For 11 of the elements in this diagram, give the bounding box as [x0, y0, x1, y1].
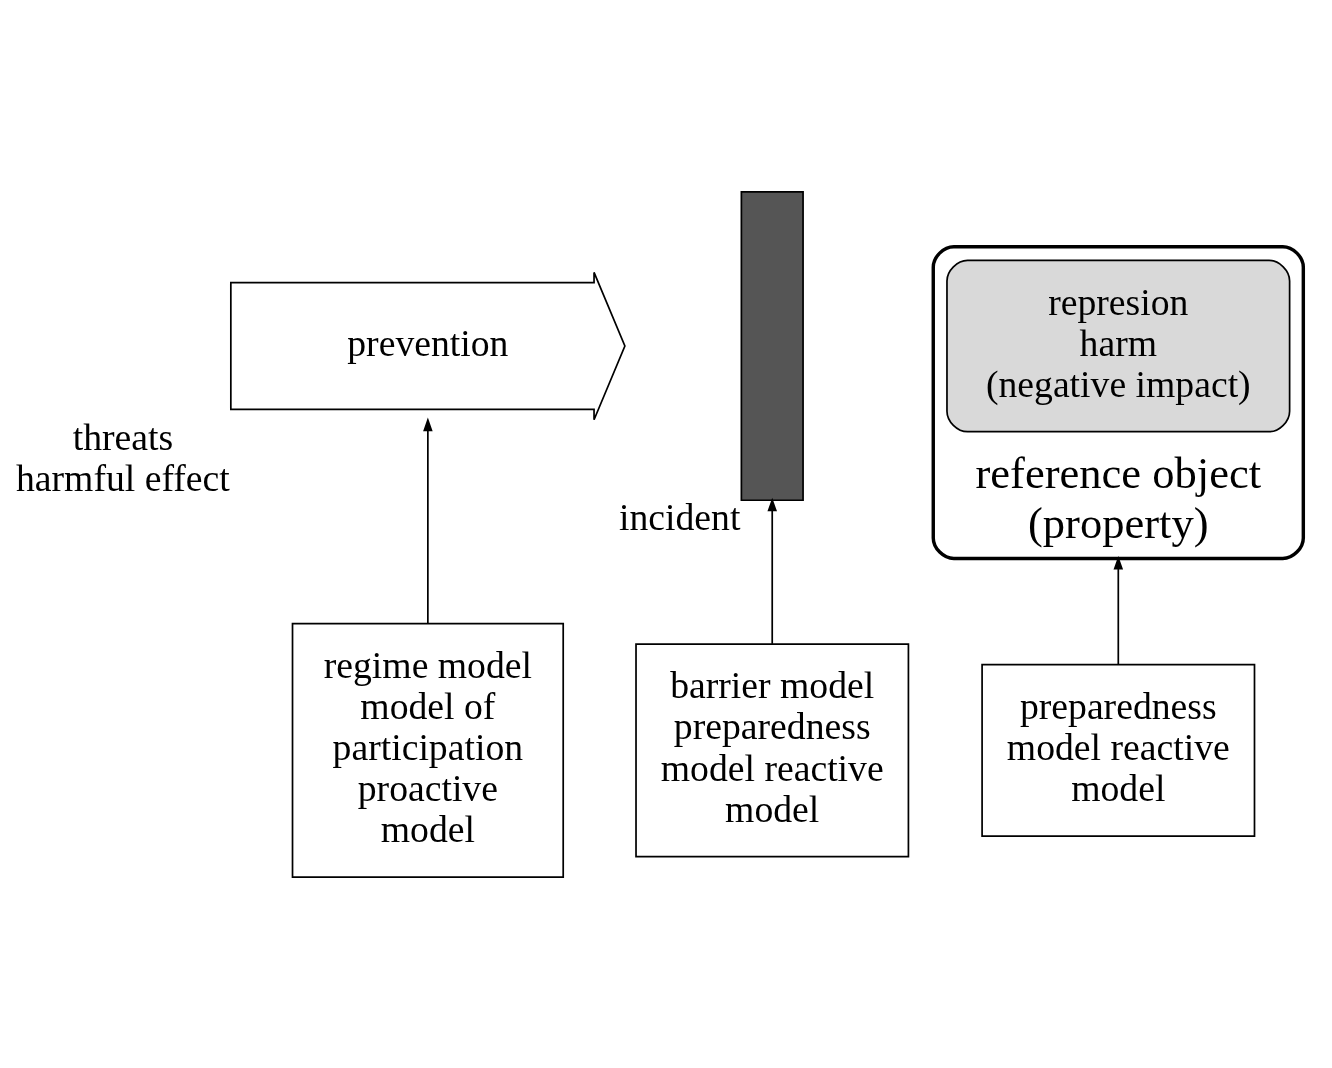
node-box: represion harm (negative impact)	[946, 259, 1291, 433]
node-box: preparedness model reactive model	[981, 663, 1256, 837]
node-label: incident	[619, 495, 741, 538]
node-bar	[740, 190, 804, 501]
arrow	[423, 417, 433, 624]
node-label: harmful effect	[16, 456, 230, 499]
arrow	[1113, 555, 1124, 665]
arrow	[767, 497, 778, 645]
node-box: barrier model preparedness model reactive model	[635, 642, 910, 857]
node-box: regime model model of participation proactive model	[291, 622, 565, 878]
node-label: threats	[72, 415, 174, 458]
